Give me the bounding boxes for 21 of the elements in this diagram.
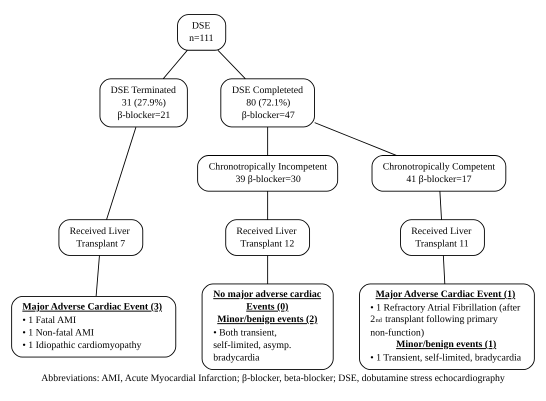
node-box: No major adverse cardiac Events (0) Minor/benign events (2) • Both transient, self-limited, asymp. bradycardia xyxy=(202,283,334,370)
connector xyxy=(106,126,136,220)
connector xyxy=(267,254,268,284)
node-box: Major Adverse Cardiac Event (3) • 1 Fatal AMI • 1 Non-fatal AMI • 1 Idiopathic cardiomyopathy xyxy=(11,296,176,358)
connector xyxy=(96,254,100,296)
node-box: Chronotropically Competent 41 β-blocker=17 xyxy=(372,154,506,192)
connector xyxy=(439,190,442,220)
caption: Abbreviations: AMI, Acute Myocardial Infarction; β-blocker, beta-blocker; DSE, dobutamine stress echocardiography xyxy=(41,372,505,384)
node-box: Received Liver Transplant 11 xyxy=(400,218,485,256)
node-box: Chronotropically Incompetent 39 β-blocker=30 xyxy=(197,154,338,192)
node-box: Received Liver Transplant 7 xyxy=(58,218,144,256)
node-box: DSE Completeted 80 (72.1%) β-blocker=47 xyxy=(220,78,315,127)
connector xyxy=(267,126,268,156)
node-box: Received Liver Transplant 12 xyxy=(225,218,310,256)
connector xyxy=(267,190,268,220)
connector xyxy=(162,49,188,79)
node-box: DSE n=111 xyxy=(177,14,226,50)
connector xyxy=(314,122,397,156)
node-box: DSE Terminated 31 (27.9%) β-blocker=21 xyxy=(100,78,188,127)
connector xyxy=(218,49,246,79)
connector xyxy=(442,254,446,284)
